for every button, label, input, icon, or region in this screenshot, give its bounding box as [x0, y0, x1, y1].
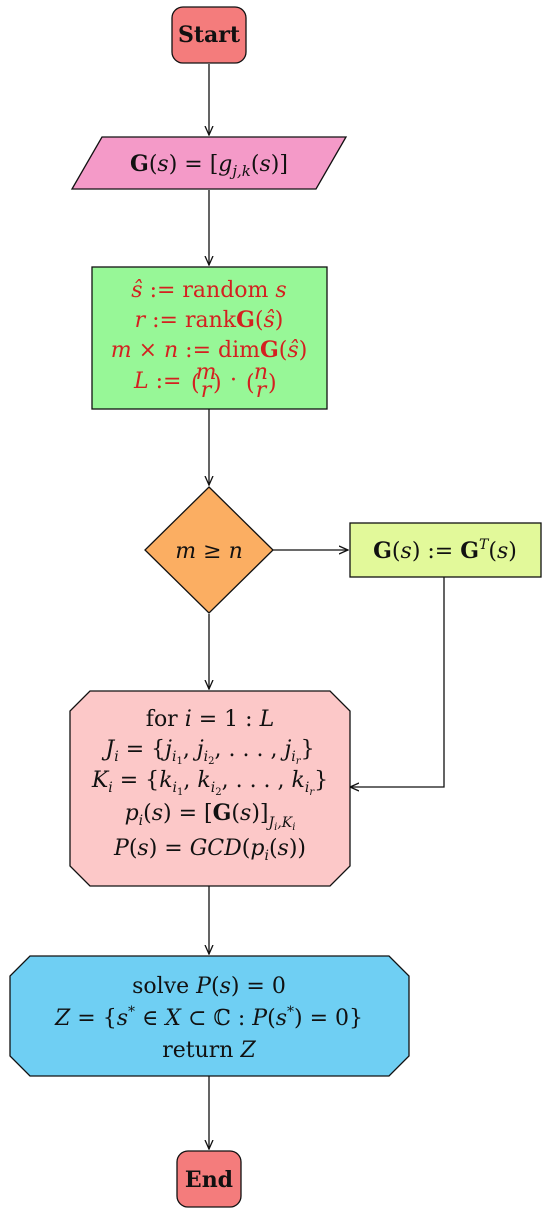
svg-text:r: r — [256, 378, 268, 403]
svg-text:(: ( — [191, 371, 200, 396]
input-shape — [70, 136, 348, 190]
svg-text:(: ( — [246, 371, 255, 396]
loop-line-2: Ji = {ji1, ji2, . . . , jir} — [101, 737, 314, 767]
decision-text: m ≥ n — [175, 539, 242, 564]
init-line-4: L := ( m r ) · ( n r ) — [133, 360, 277, 403]
svg-text:): ) — [268, 371, 277, 396]
solve-shape — [9, 955, 410, 1077]
decision-node: m ≥ n — [144, 486, 274, 614]
svg-text:r: r — [201, 378, 213, 403]
loop-shape — [69, 690, 351, 887]
input-text: G(s) = [gj,k(s)] — [130, 151, 288, 180]
transpose-shape — [349, 522, 542, 578]
init-line-2: r := rankG(ŝ) — [135, 307, 284, 333]
svg-text:n: n — [254, 360, 268, 385]
end-shape — [176, 1150, 242, 1208]
loop-line-3: Ki = {ki1, ki2, . . . , kir} — [91, 768, 328, 798]
svg-text:·: · — [230, 368, 237, 393]
svg-text:): ) — [213, 371, 222, 396]
input-node: G(s) = [gj,k(s)] — [70, 136, 348, 190]
end-node: End — [176, 1150, 242, 1208]
end-label: End — [185, 1167, 233, 1193]
start-label: Start — [178, 22, 241, 48]
decision-shape — [144, 486, 274, 614]
init-node: ŝ := random s r := rankG(ŝ) m × n := dim… — [91, 266, 328, 410]
transpose-node: G(s) := GT(s) — [349, 522, 542, 578]
solve-line-3: return Z — [162, 1038, 256, 1063]
init-shape — [91, 266, 328, 410]
solve-node: solve P(s) = 0 Z = {s* ∈ X ⊂ ℂ : P(s*) =… — [9, 955, 410, 1077]
connectors — [209, 64, 445, 1149]
loop-line-5: P(s) = GCD(pi(s)) — [113, 836, 306, 864]
start-node: Start — [171, 6, 247, 64]
init-line-1: ŝ := random s — [131, 278, 286, 303]
arrow-transpose-to-loop — [350, 577, 445, 787]
loop-node: for i = 1 : L Ji = {ji1, ji2, . . . , ji… — [69, 690, 351, 887]
start-shape — [171, 6, 247, 64]
init-line-3: m × n := dimG(ŝ) — [111, 337, 308, 363]
svg-text:m: m — [196, 360, 217, 385]
solve-line-2: Z = {s* ∈ X ⊂ ℂ : P(s*) = 0} — [54, 1004, 363, 1031]
svg-text:L :=: L := — [133, 369, 181, 394]
loop-line-1: for i = 1 : L — [146, 707, 274, 732]
transpose-text: G(s) := GT(s) — [373, 537, 517, 564]
solve-line-1: solve P(s) = 0 — [132, 974, 286, 999]
